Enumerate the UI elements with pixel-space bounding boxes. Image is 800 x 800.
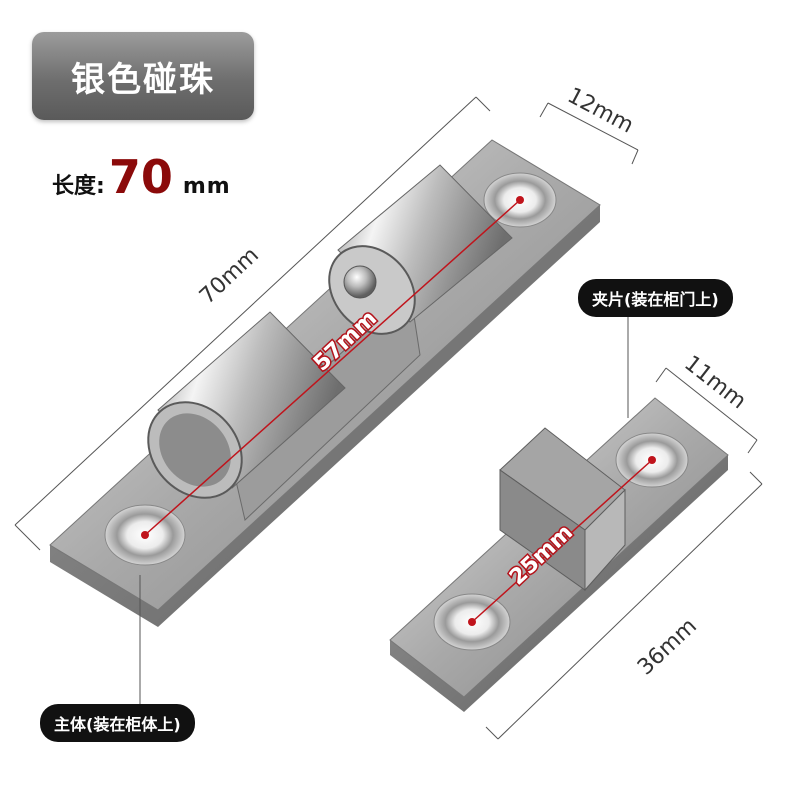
length-spec: 长度: 70 mm: [52, 150, 231, 210]
hole-center-mark: [516, 196, 524, 204]
dim-strike-width: 11mm: [679, 351, 750, 414]
length-label: 长度:: [52, 174, 105, 199]
dimension-lines: [14, 96, 763, 740]
dim-overall-length: 70mm: [195, 243, 264, 310]
body-label: 主体(装在柜体上): [40, 704, 195, 742]
length-unit: mm: [182, 174, 231, 199]
dim-strike-length: 36mm: [633, 614, 702, 681]
red-measure-lines: [144, 199, 653, 623]
hole-center-mark: [648, 456, 656, 464]
strike-label: 夹片(装在柜门上): [578, 279, 733, 317]
hole-center-mark: [468, 618, 476, 626]
hole-center-mark: [141, 531, 149, 539]
length-value: 70: [108, 150, 173, 204]
title-badge: 银色碰珠: [32, 32, 254, 120]
product-title: 银色碰珠: [71, 59, 215, 100]
ball-icon: [343, 265, 377, 299]
